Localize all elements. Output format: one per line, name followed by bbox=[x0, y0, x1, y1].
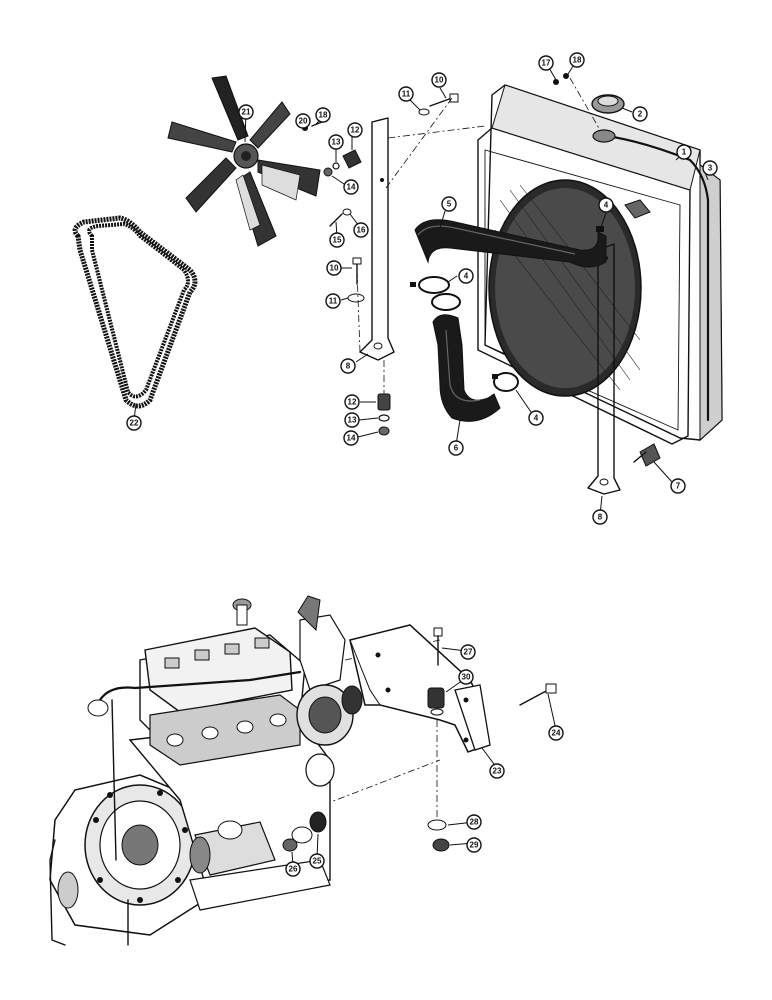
svg-text:28: 28 bbox=[470, 818, 479, 827]
engine-front-bracket bbox=[349, 624, 491, 753]
svg-text:26: 26 bbox=[289, 865, 298, 874]
callout-29: 29 bbox=[466, 837, 482, 853]
radiator-cap bbox=[591, 94, 625, 114]
svg-text:21: 21 bbox=[242, 108, 251, 117]
callout-4a: 4 bbox=[598, 197, 614, 213]
callout-13b: 13 bbox=[344, 412, 360, 428]
callout-30: 30 bbox=[458, 669, 474, 685]
engine bbox=[49, 595, 363, 946]
svg-text:8: 8 bbox=[598, 513, 603, 522]
callout-15: 15 bbox=[329, 232, 345, 248]
svg-text:24: 24 bbox=[552, 729, 561, 738]
svg-text:27: 27 bbox=[464, 648, 473, 657]
svg-text:4: 4 bbox=[604, 201, 609, 210]
svg-text:22: 22 bbox=[130, 419, 139, 428]
svg-text:17: 17 bbox=[542, 59, 551, 68]
callout-18a: 18 bbox=[569, 52, 585, 68]
svg-text:7: 7 bbox=[676, 482, 681, 491]
callout-13a: 13 bbox=[328, 134, 344, 150]
left-radiator-bracket bbox=[359, 117, 395, 361]
callout-28: 28 bbox=[466, 814, 482, 830]
callout-11a: 11 bbox=[398, 86, 414, 102]
callout-8b: 8 bbox=[592, 509, 608, 525]
callout-14a: 14 bbox=[343, 179, 359, 195]
svg-text:1: 1 bbox=[682, 148, 687, 157]
bracket-fasteners-upper bbox=[302, 73, 569, 436]
svg-text:6: 6 bbox=[454, 444, 459, 453]
engine-bracket-hardware bbox=[427, 627, 557, 852]
callout-22: 22 bbox=[126, 415, 142, 431]
svg-text:12: 12 bbox=[348, 398, 357, 407]
callout-26: 26 bbox=[285, 861, 301, 877]
svg-text:11: 11 bbox=[329, 297, 338, 306]
callout-11b: 11 bbox=[325, 293, 341, 309]
callout-5: 5 bbox=[441, 196, 457, 212]
callout-21: 21 bbox=[238, 104, 254, 120]
svg-text:12: 12 bbox=[351, 126, 360, 135]
callout-4b: 4 bbox=[458, 268, 474, 284]
callout-12a: 12 bbox=[347, 122, 363, 138]
svg-text:20: 20 bbox=[299, 117, 308, 126]
drain-cock bbox=[633, 443, 661, 467]
callout-1: 1 bbox=[676, 144, 692, 160]
callout-27: 27 bbox=[460, 644, 476, 660]
svg-text:14: 14 bbox=[347, 434, 356, 443]
callout-16: 16 bbox=[353, 222, 369, 238]
lower-hose bbox=[432, 314, 501, 422]
svg-text:18: 18 bbox=[319, 111, 328, 120]
svg-text:4: 4 bbox=[534, 414, 539, 423]
svg-text:10: 10 bbox=[330, 264, 339, 273]
svg-text:14: 14 bbox=[347, 183, 356, 192]
callout-10b: 10 bbox=[326, 260, 342, 276]
callout-8a: 8 bbox=[340, 358, 356, 374]
callout-24: 24 bbox=[548, 725, 564, 741]
right-radiator-bracket bbox=[587, 243, 621, 495]
svg-text:13: 13 bbox=[332, 138, 341, 147]
callout-23: 23 bbox=[489, 763, 505, 779]
callout-18b: 18 bbox=[315, 107, 331, 123]
svg-text:15: 15 bbox=[333, 236, 342, 245]
svg-text:29: 29 bbox=[470, 841, 479, 850]
callout-20: 20 bbox=[295, 113, 311, 129]
svg-text:23: 23 bbox=[493, 767, 502, 776]
callout-10a: 10 bbox=[431, 72, 447, 88]
svg-text:4: 4 bbox=[464, 272, 469, 281]
callout-4c: 4 bbox=[528, 410, 544, 426]
svg-text:8: 8 bbox=[346, 362, 351, 371]
callout-3: 3 bbox=[702, 160, 718, 176]
upper-hose bbox=[414, 219, 607, 268]
fan-belts bbox=[72, 215, 198, 409]
svg-text:30: 30 bbox=[462, 673, 471, 682]
svg-text:10: 10 bbox=[435, 76, 444, 85]
callout-12b: 12 bbox=[344, 394, 360, 410]
svg-text:5: 5 bbox=[447, 200, 452, 209]
svg-text:25: 25 bbox=[313, 857, 322, 866]
callout-17: 17 bbox=[538, 55, 554, 71]
fan bbox=[167, 75, 321, 247]
callout-14b: 14 bbox=[343, 430, 359, 446]
callout-6: 6 bbox=[448, 440, 464, 456]
svg-text:18: 18 bbox=[573, 56, 582, 65]
callout-25: 25 bbox=[309, 853, 325, 869]
svg-text:3: 3 bbox=[708, 164, 713, 173]
callout-7: 7 bbox=[670, 478, 686, 494]
svg-text:16: 16 bbox=[357, 226, 366, 235]
svg-text:13: 13 bbox=[348, 416, 357, 425]
svg-text:11: 11 bbox=[402, 90, 411, 99]
callout-2: 2 bbox=[632, 106, 648, 122]
svg-text:2: 2 bbox=[638, 110, 643, 119]
